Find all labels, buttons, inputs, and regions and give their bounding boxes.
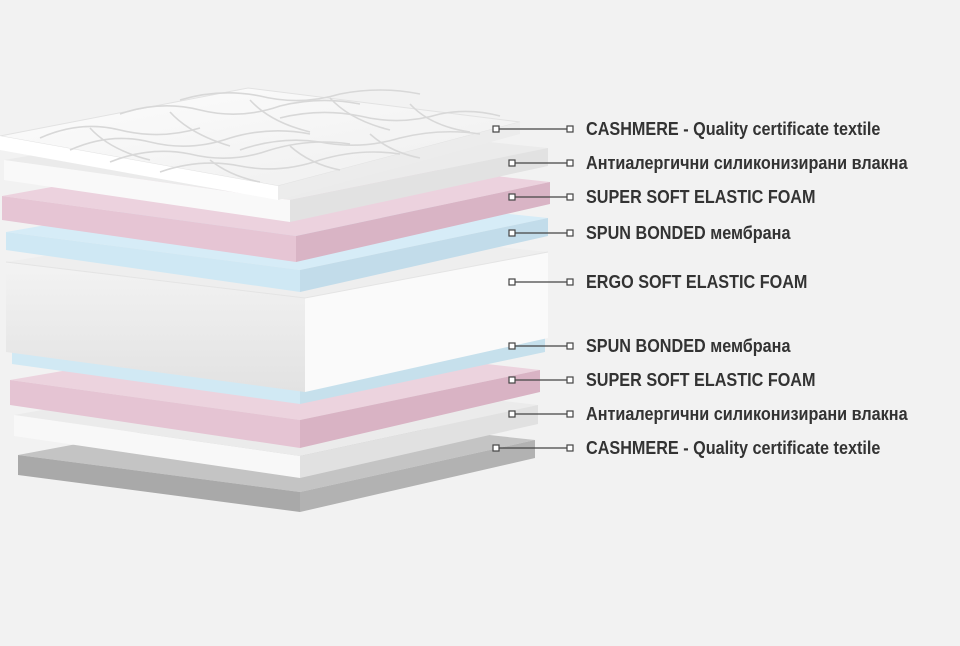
leader-endpoint-marker bbox=[566, 376, 574, 384]
leader-endpoint-marker bbox=[508, 159, 516, 167]
leader-endpoint-marker bbox=[566, 229, 574, 237]
leader-lines bbox=[492, 125, 574, 452]
leader-endpoint-marker bbox=[508, 410, 516, 418]
leader-endpoint-marker bbox=[508, 376, 516, 384]
layer-label: CASHMERE - Quality certificate textile bbox=[586, 119, 881, 139]
leader-endpoint-marker bbox=[508, 229, 516, 237]
leader-endpoint-marker bbox=[566, 444, 574, 452]
leader-endpoint-marker bbox=[492, 444, 500, 452]
layer-label: SUPER SOFT ELASTIC FOAM bbox=[586, 187, 816, 207]
leader-endpoint-marker bbox=[508, 193, 516, 201]
leader-endpoint-marker bbox=[566, 125, 574, 133]
leader-endpoint-marker bbox=[566, 159, 574, 167]
layer-label: ERGO SOFT ELASTIC FOAM bbox=[586, 272, 808, 292]
layer-label: SUPER SOFT ELASTIC FOAM bbox=[586, 370, 816, 390]
layer-label: CASHMERE - Quality certificate textile bbox=[586, 438, 881, 458]
leader-endpoint-marker bbox=[566, 410, 574, 418]
layer-label: SPUN BONDED мембрана bbox=[586, 336, 791, 356]
leader-endpoint-marker bbox=[566, 342, 574, 350]
leader-endpoint-marker bbox=[566, 278, 574, 286]
layer-cashmere-top bbox=[0, 87, 521, 200]
leader-endpoint-marker bbox=[508, 342, 516, 350]
layer-label: SPUN BONDED мембрана bbox=[586, 223, 791, 243]
leader-endpoint-marker bbox=[566, 193, 574, 201]
layer-label: Антиалергични силиконизирани влакна bbox=[586, 404, 908, 424]
leader-endpoint-marker bbox=[492, 125, 500, 133]
layer-label: Антиалергични силиконизирани влакна bbox=[586, 153, 908, 173]
leader-endpoint-marker bbox=[508, 278, 516, 286]
